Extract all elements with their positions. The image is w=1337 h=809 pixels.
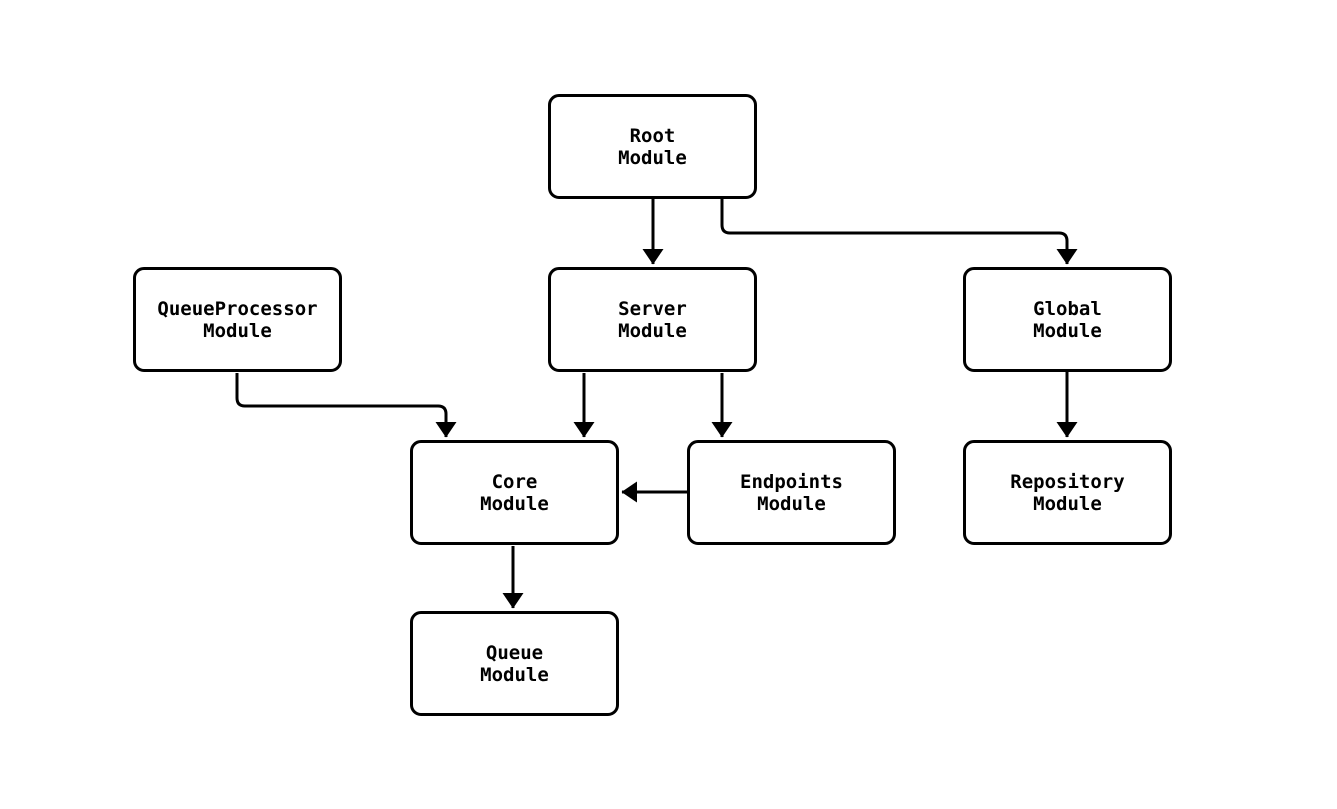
node-queueprocessor-module: QueueProcessor Module [133,267,342,372]
node-label: Repository [1010,470,1125,493]
node-label: Server [618,297,687,320]
node-label: Global [1033,297,1102,320]
node-label: Core [491,470,538,493]
node-label: Module [1033,319,1102,342]
node-label: Module [618,146,687,169]
node-label: Root [629,124,676,147]
node-repository-module: Repository Module [963,440,1172,545]
node-label: QueueProcessor [157,297,318,320]
node-global-module: Global Module [963,267,1172,372]
node-label: Module [757,492,826,515]
node-endpoints-module: Endpoints Module [687,440,896,545]
node-label: Module [1033,492,1102,515]
node-label: Queue [485,641,544,664]
node-label: Endpoints [740,470,843,493]
edge-root-to-global [720,199,1078,265]
node-core-module: Core Module [410,440,619,545]
node-label: Module [480,492,549,515]
node-server-module: Server Module [548,267,757,372]
node-label: Module [203,319,272,342]
node-root-module: Root Module [548,94,757,199]
node-queue-module: Queue Module [410,611,619,716]
edge-queueprocessor-to-core [235,373,457,438]
node-label: Module [618,319,687,342]
node-label: Module [480,663,549,686]
